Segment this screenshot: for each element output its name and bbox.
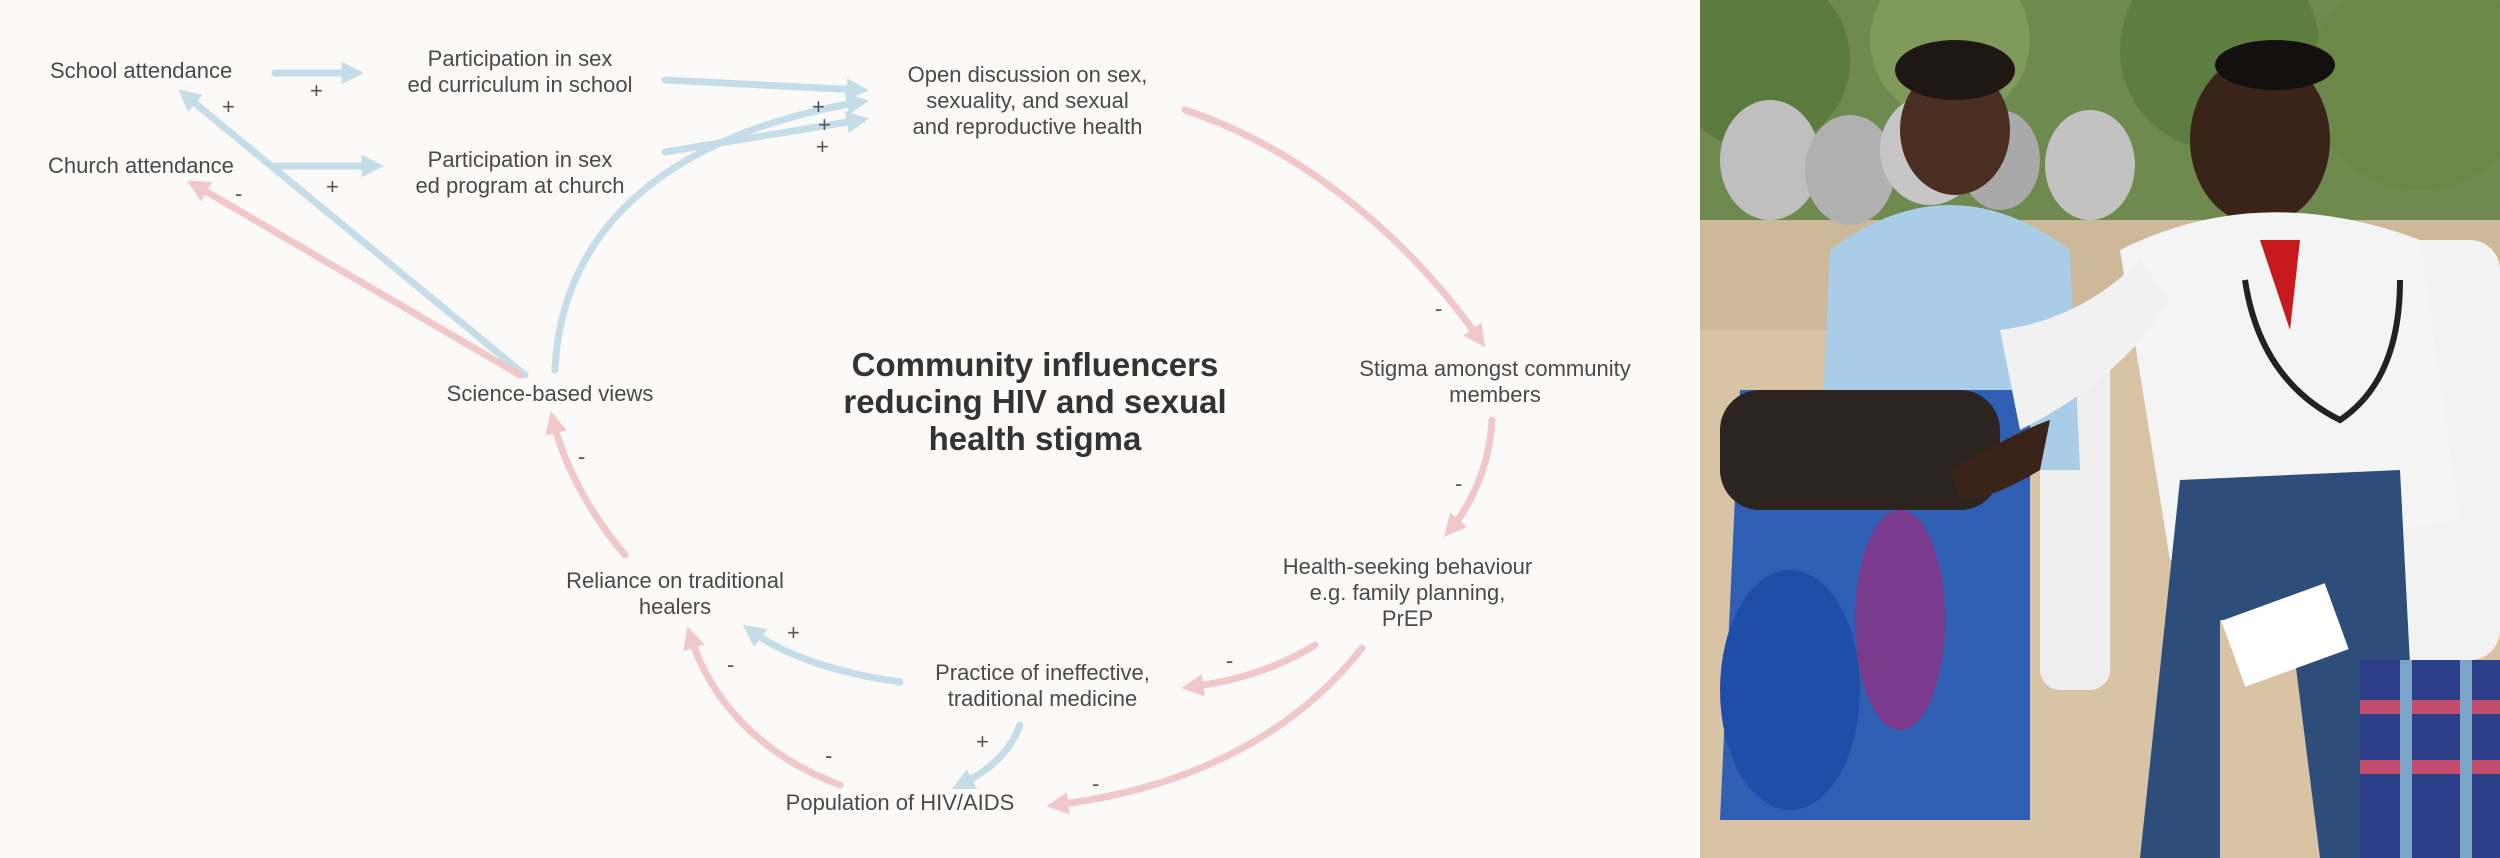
node-open-discussion: Open discussion on sex, sexuality, and s…	[880, 62, 1175, 140]
causal-loop-diagram: School attendance Church attendance Part…	[48, 46, 1655, 816]
node-text-line: Reliance on traditional	[566, 568, 784, 593]
node-stigma: Stigma amongst community members	[1335, 356, 1655, 408]
node-text-line: School attendance	[50, 58, 233, 83]
link-science-to-school	[178, 89, 529, 379]
node-text-line: PrEP	[1381, 606, 1434, 631]
sign-part-church-to-open: +	[818, 112, 831, 137]
link-stigma-to-health	[1444, 416, 1496, 537]
node-text-line: Participation in sex	[427, 147, 613, 172]
node-participation-school: Participation in sex ed curriculum in sc…	[390, 46, 650, 98]
link-reliance-to-science	[545, 411, 629, 559]
node-text-line: Participation in sex	[427, 46, 613, 71]
node-health-seeking: Health-seeking behaviour e.g. family pla…	[1255, 554, 1560, 632]
sign-practice-to-population: +	[976, 729, 989, 754]
node-text-line: Open discussion on sex,	[907, 62, 1148, 87]
node-text-line: e.g. family planning,	[1309, 580, 1506, 605]
node-church-attendance: Church attendance	[48, 153, 234, 179]
title-line: Community influencers	[851, 346, 1219, 383]
node-text-line: ed program at church	[415, 173, 625, 198]
link-health-to-practice	[1181, 641, 1319, 697]
node-reliance-healers: Reliance on traditional healers	[545, 568, 805, 620]
sign-open-to-stigma: -	[1435, 296, 1443, 321]
node-text-line: members	[1449, 382, 1541, 407]
node-text-line: Health-seeking behaviour	[1282, 554, 1533, 579]
link-open-to-stigma	[1181, 106, 1486, 348]
title-line: reducing HIV and sexual	[843, 383, 1227, 420]
sign-population-left: -	[825, 743, 833, 768]
sign-part-school-to-open: +	[812, 94, 825, 119]
diagram-links	[178, 61, 1496, 815]
link-population-to-reliance	[683, 626, 844, 789]
node-text-line: traditional medicine	[947, 686, 1138, 711]
link-health-to-population	[1046, 644, 1366, 815]
node-text-line: Practice of ineffective,	[935, 660, 1150, 685]
node-practice-medicine: Practice of ineffective, traditional med…	[910, 660, 1175, 712]
sign-school-to-part: +	[310, 78, 323, 103]
sign-stigma-to-health: -	[1455, 471, 1463, 496]
sign-science-to-school: +	[222, 94, 235, 119]
node-population-hiv: Population of HIV/AIDS	[760, 790, 1040, 816]
sign-science-to-church: -	[235, 181, 243, 206]
link-practice-to-reliance	[742, 624, 904, 686]
link-participation-church-to-open	[661, 111, 869, 156]
node-text-line: Population of HIV/AIDS	[785, 790, 1015, 815]
node-participation-church: Participation in sex ed program at churc…	[390, 147, 650, 199]
sign-health-to-practice: -	[1226, 648, 1234, 673]
node-text-line: healers	[638, 594, 712, 619]
community-health-photo	[1700, 0, 2500, 858]
link-science-to-church	[187, 180, 524, 379]
diagram-title: Community influencers reducing HIV and s…	[780, 346, 1290, 457]
title-line: health stigma	[928, 420, 1142, 457]
node-text-line: Stigma amongst community	[1359, 356, 1631, 381]
sign-reliance-to-science: -	[578, 444, 586, 469]
node-school-attendance: School attendance	[50, 58, 232, 84]
sign-science-to-open: +	[816, 134, 829, 159]
photo-health-worker-illustration	[1700, 0, 2500, 858]
node-text-line: Science-based views	[446, 381, 654, 406]
link-practice-to-population	[951, 721, 1024, 790]
node-text-line: sexuality, and sexual	[926, 88, 1129, 113]
sign-church-to-part: +	[326, 174, 339, 199]
node-text-line: and reproductive health	[912, 114, 1143, 139]
sign-health-to-population: -	[1092, 771, 1100, 796]
link-science-to-open	[551, 93, 869, 374]
sign-practice-to-reliance: +	[787, 620, 800, 645]
node-science-views: Science-based views	[430, 381, 670, 407]
node-text-line: ed curriculum in school	[407, 72, 633, 97]
link-participation-school-to-open	[661, 76, 869, 101]
sign-population-to-reliance: -	[727, 652, 735, 677]
node-text-line: Church attendance	[48, 153, 234, 178]
